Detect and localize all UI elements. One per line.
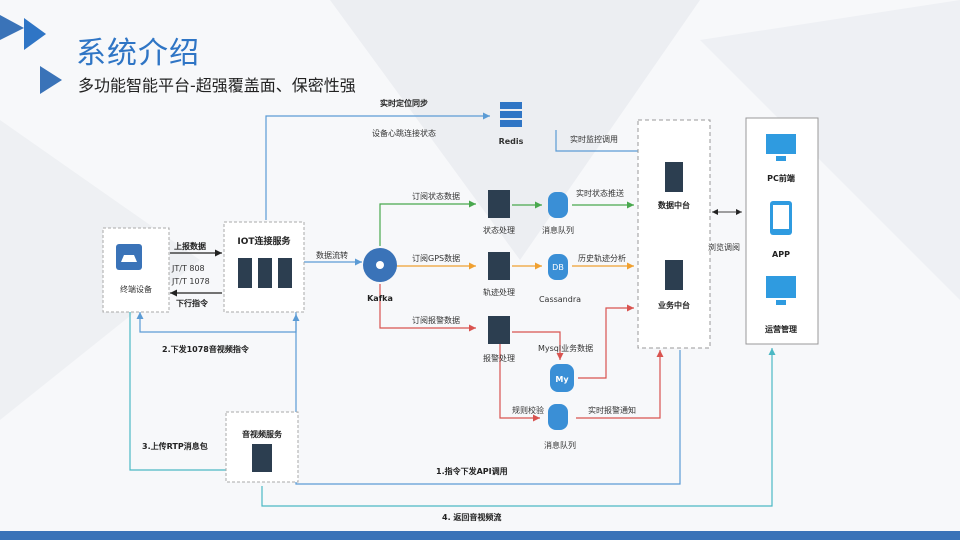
edge-iot-to-redis xyxy=(265,112,490,220)
svg-text:上报数据: 上报数据 xyxy=(174,241,206,251)
server-icon xyxy=(252,444,272,472)
svg-text:数据中台: 数据中台 xyxy=(658,200,690,210)
server-icon xyxy=(665,260,683,290)
svg-text:DB: DB xyxy=(552,263,564,272)
edge-realtime-alarm-notify xyxy=(576,350,664,419)
svg-text:下行指令: 下行指令 xyxy=(176,298,209,308)
node-mysql: My xyxy=(550,364,574,392)
svg-text:数据流转: 数据流转 xyxy=(316,250,348,260)
edge-cmd-api-call xyxy=(292,314,681,485)
server-icon xyxy=(665,162,683,192)
svg-text:APP: APP xyxy=(772,250,790,259)
edge-upload-rtp xyxy=(129,312,246,474)
edge-mysql-business-data xyxy=(512,331,564,360)
edge-rule-check xyxy=(499,344,540,422)
node-alarm-processing: 报警处理 xyxy=(483,316,515,363)
server-icon xyxy=(238,258,292,288)
svg-text:音视频服务: 音视频服务 xyxy=(242,429,283,439)
node-iot-service: IOT连接服务 xyxy=(223,221,305,313)
svg-text:规则校验: 规则校验 xyxy=(512,405,544,415)
server-icon xyxy=(488,316,510,344)
node-cassandra: DB Cassandra xyxy=(539,254,581,304)
svg-text:JT/T 1078: JT/T 1078 xyxy=(171,277,210,286)
edge-issue-1078 xyxy=(136,312,297,333)
edge-return-av-stream xyxy=(261,348,776,507)
page-title: 系统介绍 xyxy=(76,36,200,71)
edge-subscribe-alarm xyxy=(379,284,476,332)
svg-text:1.指令下发API调用: 1.指令下发API调用 xyxy=(436,466,508,476)
svg-text:实时监控调用: 实时监控调用 xyxy=(570,134,618,144)
node-middle-platform: 数据中台 业务中台 xyxy=(637,119,711,349)
node-track-processing: 轨迹处理 xyxy=(483,252,515,297)
svg-text:浏览调阅: 浏览调阅 xyxy=(708,242,740,252)
svg-text:消息队列: 消息队列 xyxy=(542,225,574,235)
svg-text:状态处理: 状态处理 xyxy=(483,225,515,235)
monitor-icon xyxy=(766,276,796,305)
svg-text:订阅状态数据: 订阅状态数据 xyxy=(412,191,460,201)
redis-icon xyxy=(500,102,522,127)
svg-text:Mysql业务数据: Mysql业务数据 xyxy=(538,343,593,353)
svg-text:订阅GPS数据: 订阅GPS数据 xyxy=(412,253,460,263)
svg-text:轨迹处理: 轨迹处理 xyxy=(483,287,515,297)
svg-text:Redis: Redis xyxy=(499,137,524,146)
footer-bar xyxy=(0,531,960,540)
svg-text:实时定位同步: 实时定位同步 xyxy=(380,98,428,108)
svg-text:报警处理: 报警处理 xyxy=(483,353,515,363)
node-av-service: 音视频服务 xyxy=(225,411,299,483)
svg-text:JT/T 808: JT/T 808 xyxy=(171,264,205,273)
node-message-queue-1: 消息队列 xyxy=(542,192,574,235)
edge-mysql-to-business xyxy=(578,304,634,379)
svg-text:消息队列: 消息队列 xyxy=(544,440,576,450)
header-arrow-icon xyxy=(0,15,24,40)
queue-icon xyxy=(548,404,568,430)
node-clients: PC前端 APP 运营管理 xyxy=(745,117,819,345)
svg-text:设备心跳连接状态: 设备心跳连接状态 xyxy=(372,128,436,138)
server-icon xyxy=(488,252,510,280)
page-subtitle: 多功能智能平台-超强覆盖面、保密性强 xyxy=(78,76,356,95)
svg-text:历史轨迹分析: 历史轨迹分析 xyxy=(578,253,626,263)
svg-text:Kafka: Kafka xyxy=(367,294,393,303)
svg-text:运营管理: 运营管理 xyxy=(765,324,797,334)
svg-text:3.上传RTP消息包: 3.上传RTP消息包 xyxy=(142,441,208,451)
svg-text:IOT连接服务: IOT连接服务 xyxy=(237,235,291,247)
server-icon xyxy=(488,190,510,218)
svg-text:实时状态推送: 实时状态推送 xyxy=(576,188,624,198)
node-status-processing: 状态处理 xyxy=(483,190,515,235)
svg-text:实时报警通知: 实时报警通知 xyxy=(588,405,636,415)
svg-text:终端设备: 终端设备 xyxy=(120,284,152,294)
node-kafka: Kafka xyxy=(363,248,397,303)
svg-text:业务中台: 业务中台 xyxy=(658,300,690,310)
queue-icon xyxy=(548,192,568,218)
svg-text:PC前端: PC前端 xyxy=(767,173,795,183)
svg-text:Cassandra: Cassandra xyxy=(539,295,581,304)
svg-text:My: My xyxy=(555,375,569,384)
node-terminal: 终端设备 xyxy=(102,227,170,313)
database-icon xyxy=(548,254,568,280)
phone-icon xyxy=(770,201,792,235)
svg-text:订阅报警数据: 订阅报警数据 xyxy=(412,315,460,325)
svg-text:4. 返回音视频流: 4. 返回音视频流 xyxy=(442,512,501,522)
svg-text:2.下发1078音视频指令: 2.下发1078音视频指令 xyxy=(162,344,250,354)
node-redis: Redis xyxy=(499,102,524,146)
edge-subscribe-status xyxy=(379,200,476,246)
edge-labels: 实时定位同步 设备心跳连接状态 实时监控调用 上报数据 JT/T 808 JT/… xyxy=(142,98,740,522)
node-message-queue-2: 消息队列 xyxy=(544,404,576,450)
mysql-icon xyxy=(550,364,574,392)
pc-icon xyxy=(766,134,796,161)
